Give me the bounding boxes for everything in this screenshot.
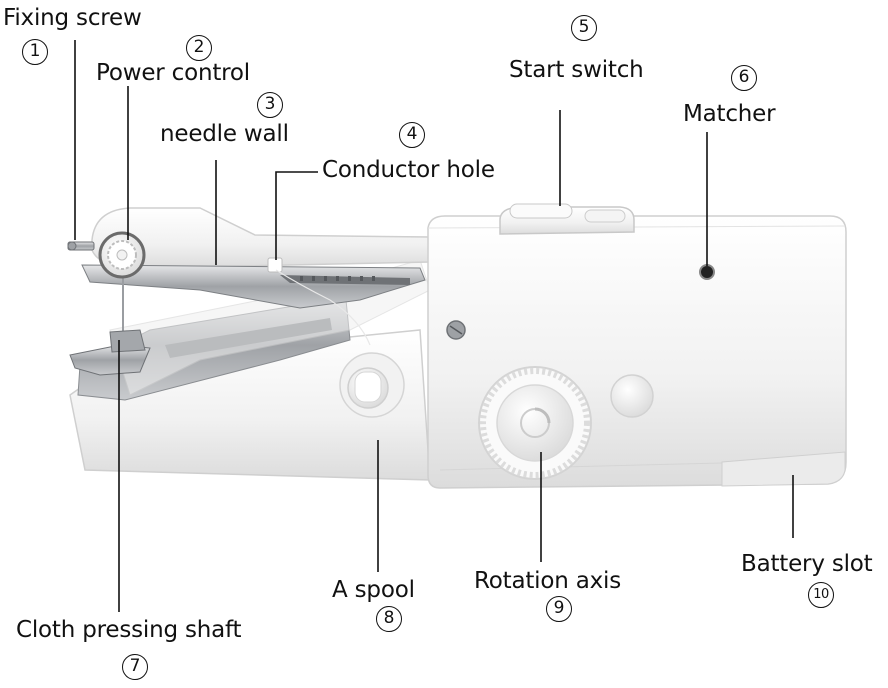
round-button (610, 374, 654, 418)
label-power-control: Power control (96, 60, 250, 86)
label-conductor-hole: Conductor hole (322, 157, 495, 183)
badge-2: 2 (186, 35, 212, 61)
badge-4: 4 (399, 122, 425, 148)
badge-8: 8 (376, 606, 402, 632)
badge-1: 1 (22, 39, 48, 65)
label-rotation-axis: Rotation axis (474, 568, 621, 594)
label-fixing-screw: Fixing screw (3, 5, 142, 31)
badge-10: 10 (808, 582, 834, 608)
badge-9: 9 (546, 596, 572, 622)
label-cloth-pressing-shaft: Cloth pressing shaft (16, 617, 242, 643)
label-needle-wall: needle wall (160, 121, 289, 147)
badge-5: 5 (571, 15, 597, 41)
label-a-spool: A spool (332, 577, 415, 603)
badge-3: 3 (257, 92, 283, 118)
badge-7: 7 (122, 654, 148, 680)
leader-lines (74, 40, 794, 612)
label-battery-slot: Battery slot (741, 551, 873, 577)
battery-slot-cover (721, 451, 846, 487)
needle-bar (81, 264, 426, 309)
label-start-switch: Start switch (509, 57, 644, 83)
badge-6: 6 (731, 65, 757, 91)
label-matcher: Matcher (683, 101, 776, 127)
matcher-hole (699, 264, 715, 280)
